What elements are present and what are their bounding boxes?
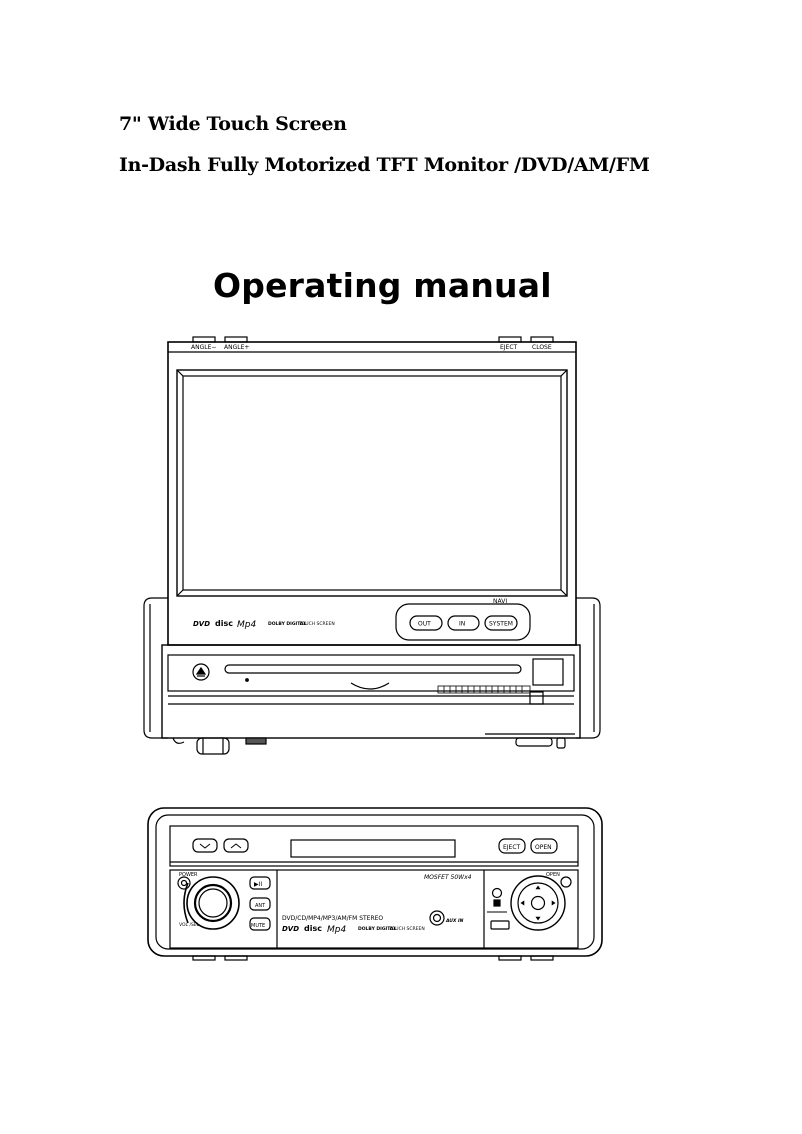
mute-label: MUTE bbox=[251, 923, 265, 929]
usb-port[interactable] bbox=[490, 920, 510, 930]
dolby-logo-closed: DOLBY DIGITAL bbox=[358, 926, 396, 932]
header-line-2: In-Dash Fully Motorized TFT Monitor /DVD… bbox=[119, 154, 650, 176]
nav-pad[interactable] bbox=[510, 875, 566, 931]
page-title: Operating manual bbox=[213, 266, 552, 305]
power-button[interactable] bbox=[177, 876, 191, 890]
mute-button[interactable] bbox=[249, 917, 271, 931]
power-label: POWER bbox=[179, 872, 198, 878]
touch-screen-logo-closed: TOUCH SCREEN bbox=[388, 926, 425, 932]
play-pause-label: ▶II bbox=[254, 881, 262, 888]
open-label: OPEN bbox=[535, 844, 552, 851]
aux-in-label: AUX IN bbox=[445, 918, 464, 924]
unit-open-illustration bbox=[143, 336, 601, 755]
navi-panel bbox=[395, 603, 531, 641]
close-label: CLOSE bbox=[532, 344, 552, 351]
ir-window bbox=[532, 658, 564, 686]
vol-sel-label: VOL /SEL bbox=[179, 922, 200, 928]
aux-in-jack[interactable] bbox=[429, 910, 445, 926]
open-small-button[interactable] bbox=[560, 876, 572, 888]
display-window bbox=[290, 839, 456, 858]
nav-pad-enter[interactable] bbox=[530, 895, 546, 911]
out-button[interactable] bbox=[409, 615, 443, 631]
mp4-logo: Mp4 bbox=[237, 620, 256, 630]
closed-housing bbox=[147, 807, 603, 957]
monitor-housing bbox=[167, 341, 577, 646]
in-button[interactable] bbox=[447, 615, 480, 631]
disc-logo-closed: disc bbox=[304, 924, 322, 933]
in-label: IN bbox=[459, 621, 465, 628]
out-label: OUT bbox=[418, 621, 431, 628]
open-button[interactable] bbox=[530, 838, 558, 854]
angle-plus-label: ANGLE+ bbox=[224, 344, 249, 351]
sd-slot-icon bbox=[493, 899, 501, 907]
system-label: SYSTEM bbox=[489, 621, 513, 628]
base-chassis bbox=[161, 644, 581, 739]
tilt-up-button[interactable] bbox=[223, 838, 249, 853]
ant-label: ANT bbox=[255, 903, 266, 909]
vol-sel-knob[interactable] bbox=[186, 876, 240, 930]
tilt-down-button[interactable] bbox=[192, 838, 218, 853]
play-pause-button[interactable] bbox=[249, 876, 271, 890]
format-line: DVD/CD/MP4/MP3/AM/FM STEREO bbox=[282, 915, 383, 922]
ant-button[interactable] bbox=[249, 897, 271, 911]
eject-button[interactable] bbox=[192, 663, 210, 681]
mp4-logo-closed: Mp4 bbox=[327, 925, 346, 935]
angle-minus-label: ANGLE− bbox=[191, 344, 216, 351]
disc-slot bbox=[224, 664, 522, 674]
header-line-1: 7" Wide Touch Screen bbox=[119, 113, 347, 135]
touch-screen bbox=[182, 375, 562, 591]
eject-button-closed[interactable] bbox=[498, 838, 526, 854]
system-button[interactable] bbox=[484, 615, 518, 631]
brand-script: MOSFET 50Wx4 bbox=[424, 874, 472, 881]
dvd-logo-closed: DVD bbox=[282, 925, 299, 933]
disc-logo: disc bbox=[215, 619, 233, 628]
open-small-label: OPEN bbox=[546, 872, 560, 878]
eject-label: EJECT bbox=[500, 344, 518, 351]
volume-knob[interactable] bbox=[196, 737, 230, 755]
dvd-logo: DVD bbox=[193, 620, 210, 628]
eject-label-closed: EJECT bbox=[503, 844, 521, 851]
reset-hole[interactable] bbox=[491, 887, 503, 899]
navi-label: NAVI bbox=[493, 598, 507, 605]
dolby-logo: DOLBY DIGITAL bbox=[268, 621, 306, 627]
unit-closed-illustration bbox=[147, 807, 603, 961]
monitor-faceplate bbox=[169, 825, 579, 867]
touch-screen-logo: TOUCH SCREEN bbox=[298, 621, 335, 627]
